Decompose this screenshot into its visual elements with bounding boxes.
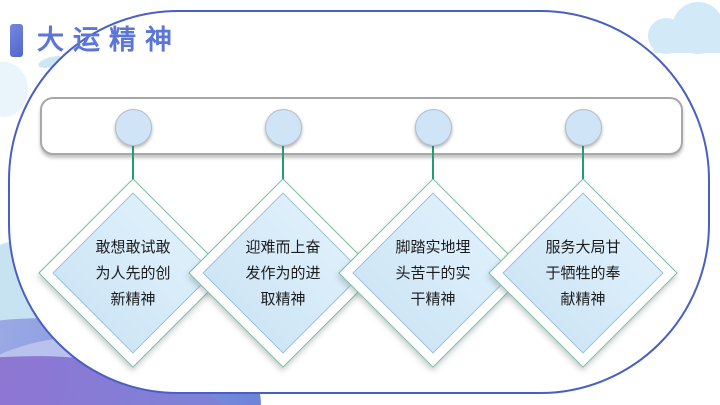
diamond-text-line: 干精神 xyxy=(410,290,456,308)
diamond-text-line: 服务大局甘 xyxy=(545,238,621,256)
diamond-text-line: 献精神 xyxy=(560,290,606,308)
connector-line xyxy=(282,146,284,179)
cloud-decoration xyxy=(645,0,720,54)
node-circle xyxy=(114,109,152,146)
diamond-text-line: 发作为的进 xyxy=(245,264,321,282)
cloud-base xyxy=(653,30,720,53)
diamond-text: 迎难而上奋 发作为的进 取精神 xyxy=(227,234,339,312)
connector-line xyxy=(582,146,584,179)
diamond-text-line: 取精神 xyxy=(260,290,306,308)
diamond-text: 敢想敢试敢 为人先的创 新精神 xyxy=(77,234,189,312)
diamond-text-line: 于牺牲的奉 xyxy=(545,264,621,282)
connector-line xyxy=(432,146,434,179)
diamond-text-line: 敢想敢试敢 xyxy=(95,238,171,256)
node-circle xyxy=(414,109,452,146)
diamond-text-line: 迎难而上奋 xyxy=(245,238,321,256)
diamond-text: 脚踏实地埋 头苦干的实 干精神 xyxy=(377,234,489,312)
diamond-text-line: 头苦干的实 xyxy=(395,264,471,282)
title-accent-bar xyxy=(10,24,23,57)
diamond-text-line: 脚踏实地埋 xyxy=(395,238,471,256)
node-circle xyxy=(564,109,602,146)
node-circle xyxy=(264,109,302,146)
diamond-text-line: 为人先的创 xyxy=(95,264,171,282)
diamond-text: 服务大局甘 于牺牲的奉 献精神 xyxy=(527,234,639,312)
page-title: 大运精神 xyxy=(37,25,181,55)
connector-line xyxy=(132,146,134,179)
diamond-text-line: 新精神 xyxy=(110,290,156,308)
